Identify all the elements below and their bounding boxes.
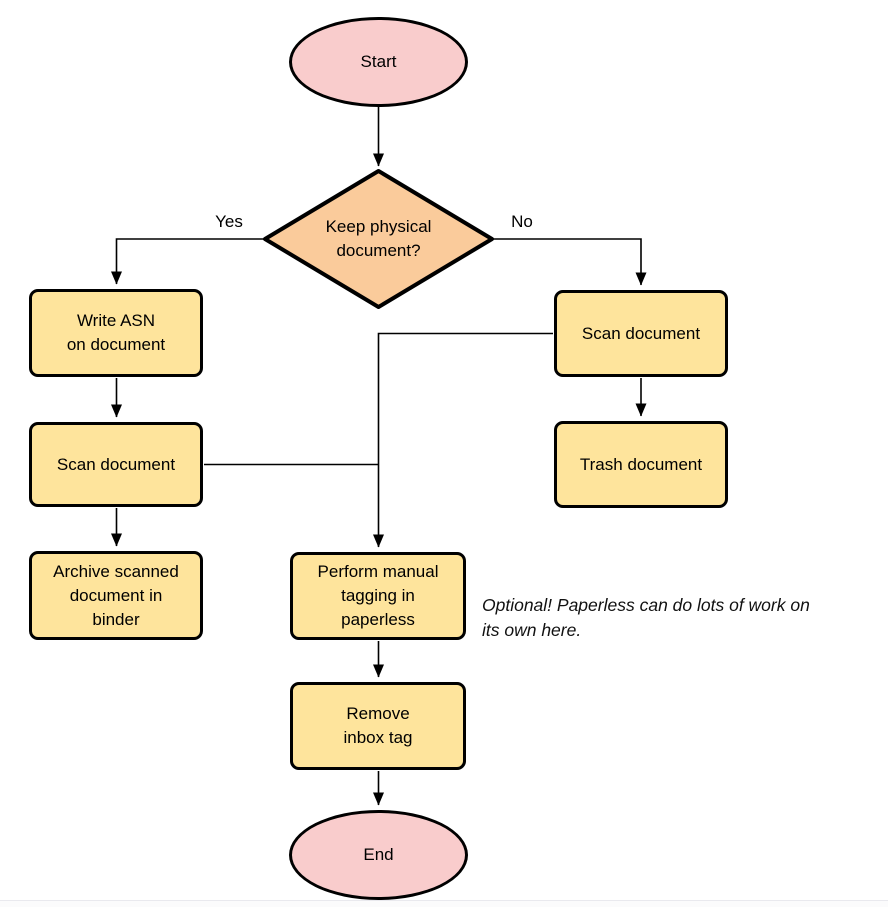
node-remove-inbox-tag-label: Remove inbox tag (343, 704, 413, 747)
node-trash-document-label: Trash document (579, 454, 703, 474)
edge-label-no: No (511, 212, 533, 231)
node-start-label: Start (360, 52, 397, 71)
node-remove-inbox-tag: Remove inbox tag (290, 682, 466, 770)
node-decision-label: Keep physical document? (325, 217, 432, 260)
node-scan-document-right: Scan document (554, 290, 728, 377)
edge-decision-no-to-scan-right (493, 238, 647, 286)
page-bottom-area (0, 901, 888, 907)
node-manual-tagging-label: Perform manual tagging in paperless (317, 562, 439, 629)
node-manual-tagging: Perform manual tagging in paperless (290, 552, 466, 640)
edge-label-yes: Yes (215, 212, 243, 231)
node-archive-binder-label: Archive scanned document in binder (53, 561, 179, 629)
page-bottom-divider (0, 900, 888, 901)
optional-annotation: Optional! Paperless can do lots of work … (482, 595, 810, 640)
node-end-label: End (363, 845, 394, 864)
node-start: Start (289, 17, 468, 107)
node-end: End (289, 810, 468, 900)
edge-decision-yes-to-write-asn (111, 238, 264, 285)
node-scan-document-left: Scan document (29, 422, 203, 507)
node-trash-document: Trash document (554, 421, 728, 508)
node-write-asn-label: Write ASN on document (66, 311, 166, 354)
node-archive-binder: Archive scanned document in binder (29, 551, 203, 640)
node-write-asn: Write ASN on document (29, 289, 203, 377)
node-scan-document-left-label: Scan document (56, 454, 176, 474)
node-scan-document-right-label: Scan document (581, 323, 701, 343)
edge-scan-right-to-tagging (373, 332, 553, 548)
